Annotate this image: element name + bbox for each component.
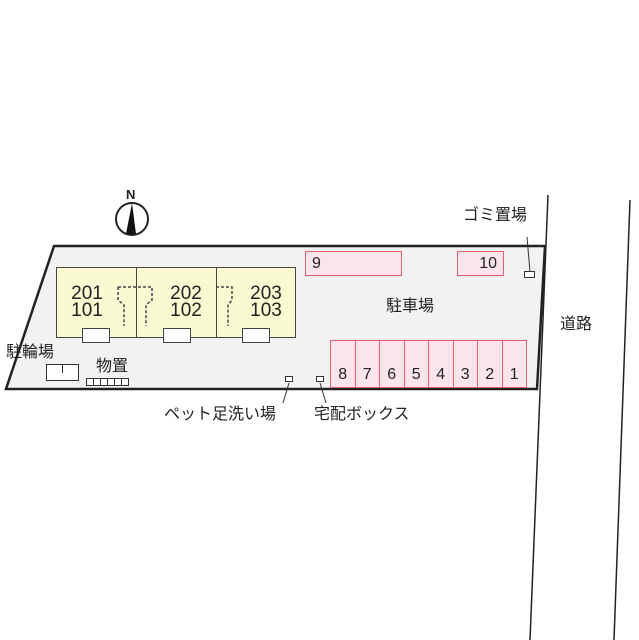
storage-label: 物置: [96, 356, 129, 375]
parking-space-1[interactable]: 1: [503, 341, 527, 387]
parking-space-5[interactable]: 5: [405, 341, 429, 387]
unit-lower-number: 102: [170, 300, 202, 321]
road-edge-left: [529, 194, 549, 640]
parking-space-7[interactable]: 7: [356, 341, 380, 387]
bicycle-parking-area: [46, 364, 79, 381]
parking-space-number: 1: [509, 366, 519, 383]
entrance-porch-1: [82, 328, 110, 343]
parking-space-number: 9: [312, 255, 321, 272]
parking-space-number: 4: [436, 366, 446, 383]
parking-lot-label: 駐車場: [386, 296, 435, 315]
unit-upper-number: 202: [170, 283, 202, 304]
unit-upper-number: 203: [250, 283, 282, 304]
parking-space-number: 8: [338, 366, 348, 383]
compass: N: [115, 188, 151, 240]
compass-letter: N: [126, 187, 136, 202]
parking-space-6[interactable]: 6: [380, 341, 405, 387]
unit-block-1[interactable]: 201 101: [56, 267, 138, 338]
bicycle-parking-label: 駐輪場: [6, 342, 55, 361]
garbage-area-marker: [524, 271, 535, 278]
parking-space-10[interactable]: 10: [457, 251, 504, 276]
entrance-porch-3: [242, 328, 270, 343]
parking-space-3[interactable]: 3: [454, 341, 478, 387]
parking-space-4[interactable]: 4: [429, 341, 454, 387]
parking-space-2[interactable]: 2: [478, 341, 503, 387]
parking-space-number: 3: [460, 366, 470, 383]
delivery-box-marker: [316, 376, 324, 382]
parking-space-number: 10: [479, 255, 497, 272]
garbage-area-label: ゴミ置場: [463, 205, 528, 224]
pet-wash-leader: [282, 382, 290, 404]
parking-space-number: 6: [387, 366, 397, 383]
road-label: 道路: [560, 314, 593, 333]
delivery-box-label: 宅配ボックス: [314, 404, 410, 423]
north-arrow-icon: [115, 202, 149, 236]
entrance-porch-2: [163, 328, 191, 343]
unit-lower-number: 103: [250, 300, 282, 321]
pet-wash-label: ペット足洗い場: [164, 404, 277, 423]
parking-spaces-row: 8 7 6 5 4 3 2 1: [330, 340, 527, 388]
storage-units: [86, 378, 129, 386]
delivery-leader: [319, 382, 327, 404]
unit-lower-number: 101: [71, 300, 103, 321]
parking-space-9[interactable]: 9: [305, 251, 402, 276]
parking-space-number: 7: [362, 366, 372, 383]
unit-upper-number: 201: [71, 283, 103, 304]
garbage-leader: [526, 236, 531, 273]
pet-wash-marker: [285, 376, 293, 382]
parking-space-number: 2: [485, 366, 495, 383]
parking-space-number: 5: [411, 366, 421, 383]
road-edge-right: [613, 199, 631, 640]
parking-space-8[interactable]: 8: [331, 341, 356, 387]
